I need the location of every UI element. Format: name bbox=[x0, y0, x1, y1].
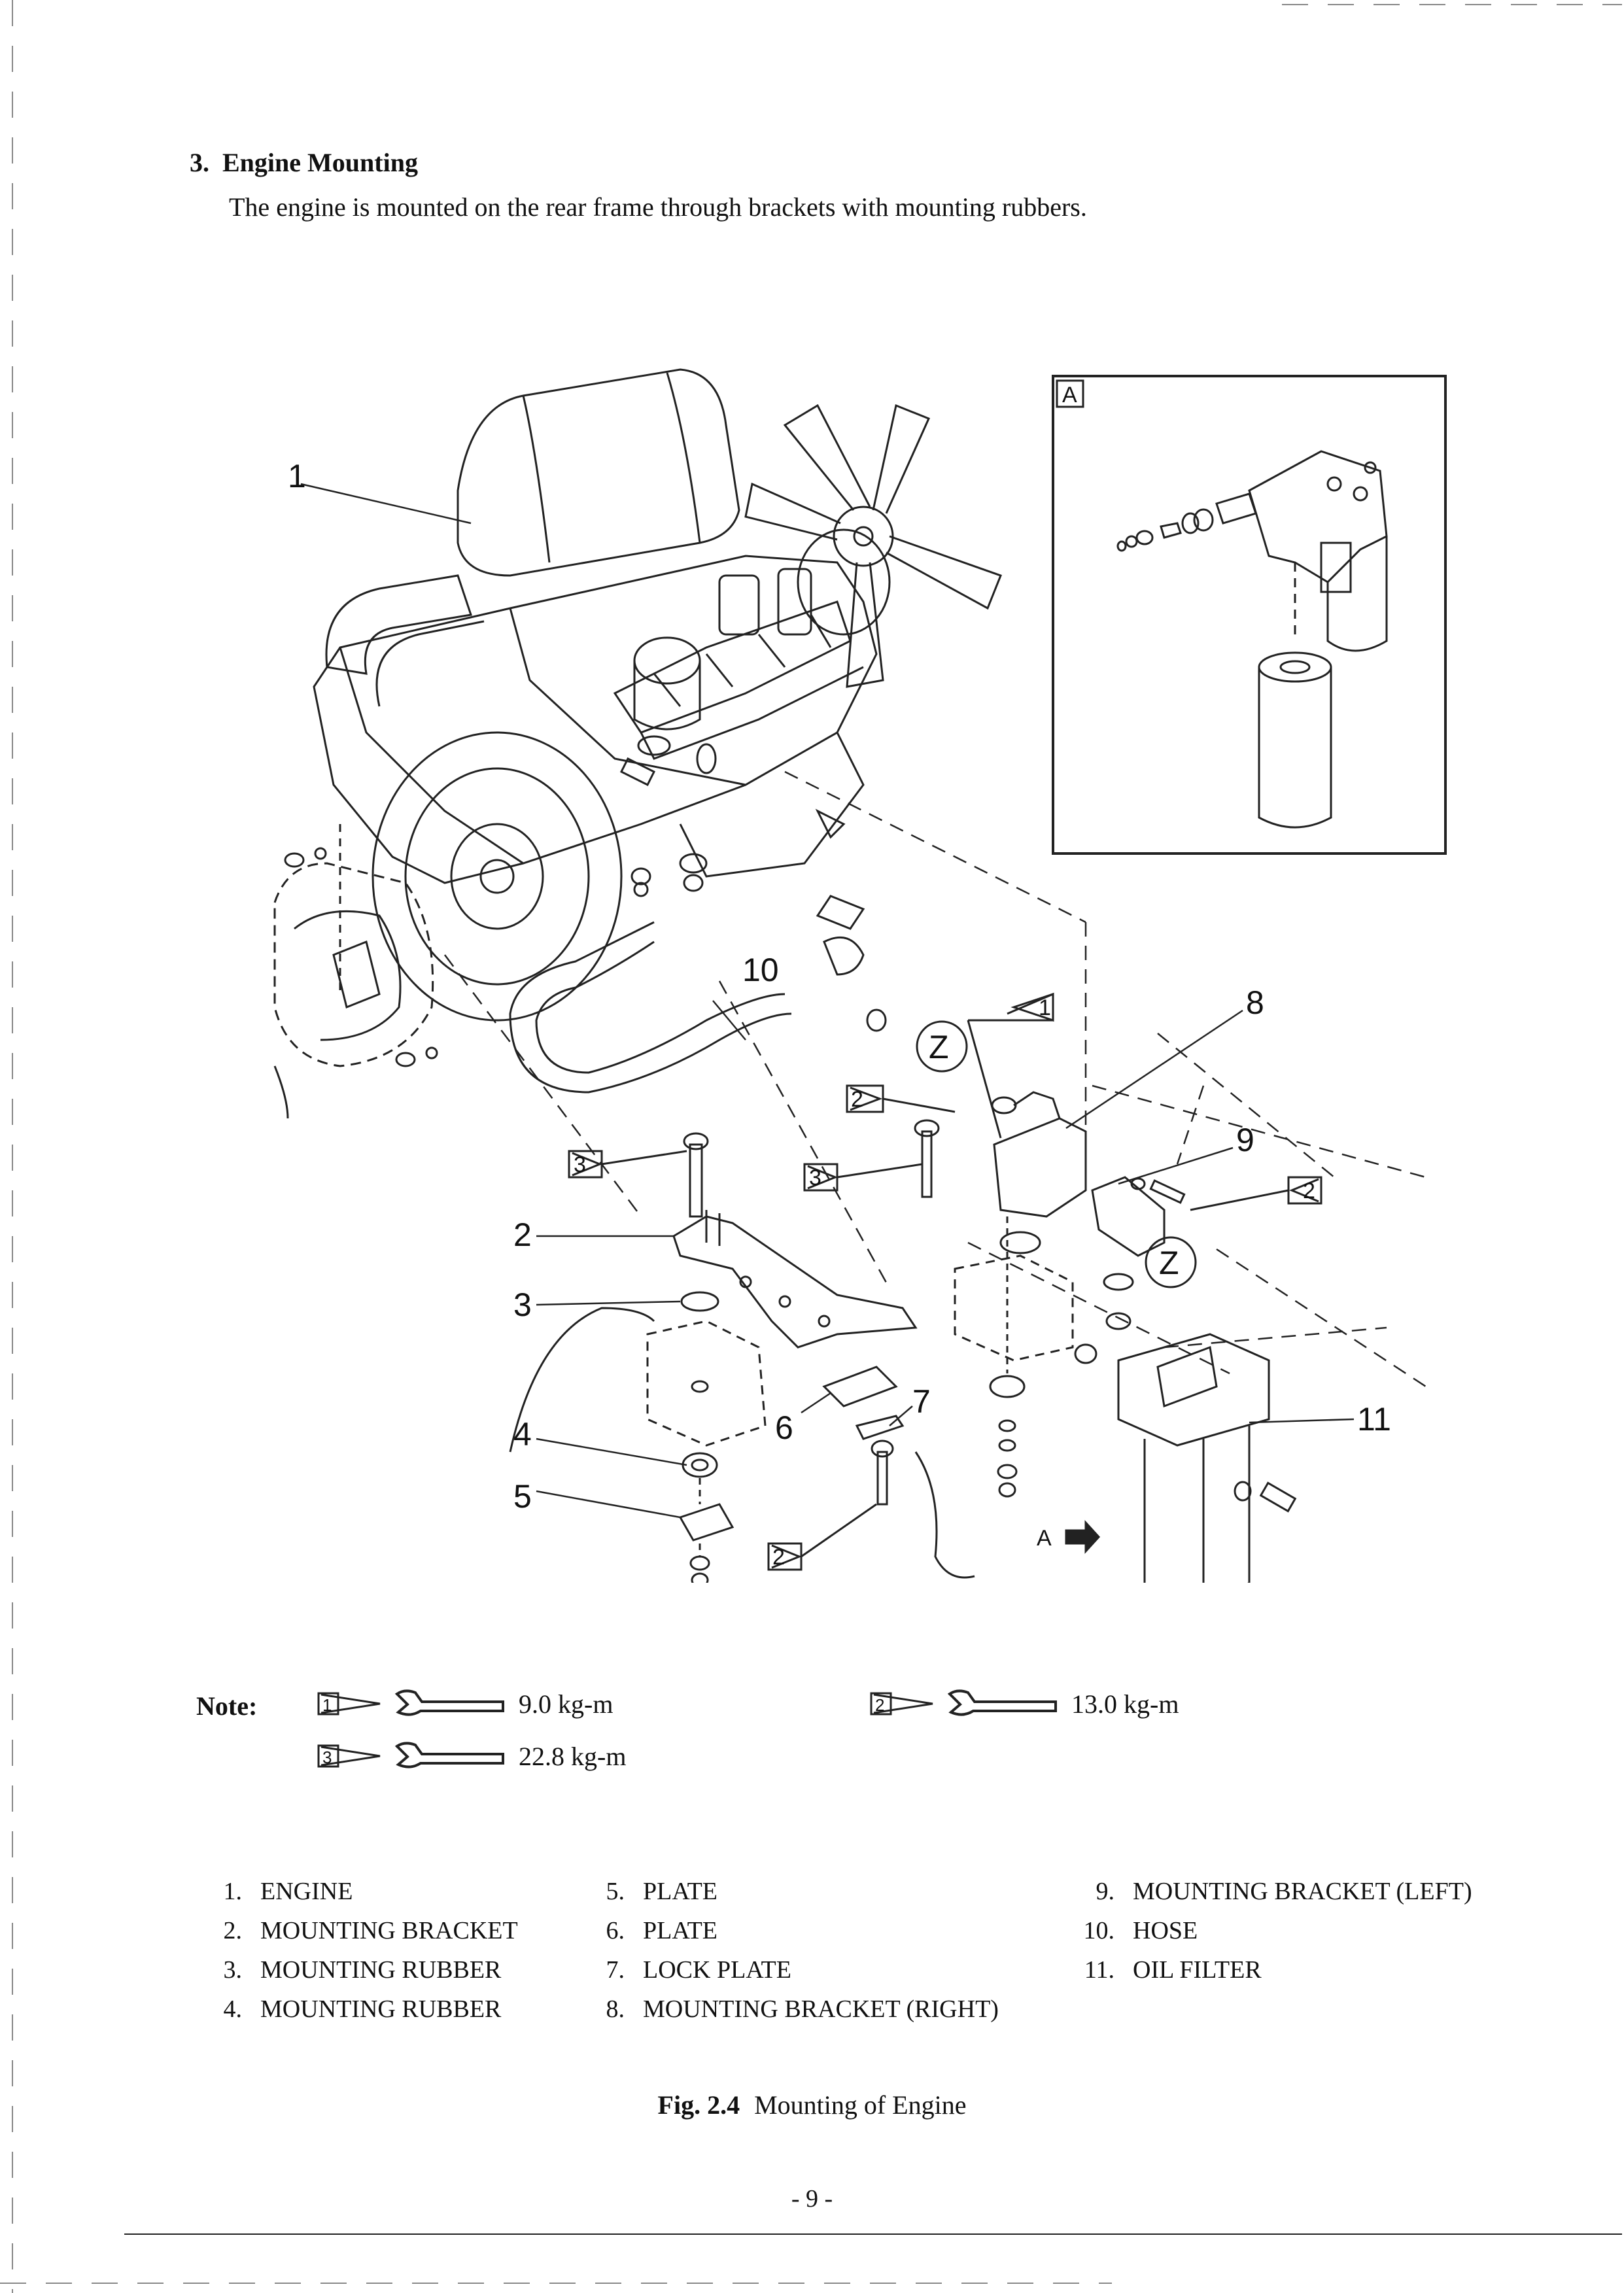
torque-tag-1: 1 bbox=[1039, 995, 1051, 1020]
list-item: 2.MOUNTING BRACKET bbox=[223, 1917, 518, 1944]
list-item: 4.MOUNTING RUBBER bbox=[223, 1995, 502, 2023]
callout-leaders bbox=[300, 483, 1355, 1519]
list-item: 10.HOSE bbox=[1083, 1917, 1198, 1944]
callout-numbers: 1 2 3 4 5 6 7 8 9 10 11 bbox=[288, 458, 1391, 1515]
parts-list-column-2: 5.PLATE 6.PLATE 7.LOCK PLATE 8.MOUNTING … bbox=[598, 1877, 999, 2034]
svg-text:2: 2 bbox=[875, 1695, 884, 1715]
torque-tag-3a: 3 bbox=[574, 1152, 586, 1177]
hose-drawing: Z bbox=[509, 735, 968, 1094]
svg-text:1: 1 bbox=[322, 1695, 332, 1715]
callout-10: 10 bbox=[742, 952, 779, 988]
torque-tags: 1 2 2 2 3 3 bbox=[568, 992, 1322, 1571]
figure-title: Mounting of Engine bbox=[754, 2090, 967, 2120]
callout-6: 6 bbox=[775, 1409, 793, 1446]
note-label: Note: bbox=[196, 1691, 258, 1721]
section-number: 3. bbox=[190, 148, 209, 177]
torque-tag-2b: 2 bbox=[1303, 1179, 1315, 1203]
inset-label: A bbox=[1062, 383, 1077, 407]
list-item: 9.MOUNTING BRACKET (LEFT) bbox=[1096, 1878, 1472, 1905]
list-item: 3.MOUNTING RUBBER bbox=[223, 1956, 502, 1984]
torque-value-2: 13.0 kg-m bbox=[1071, 1689, 1179, 1719]
list-item: 7.LOCK PLATE bbox=[606, 1956, 791, 1984]
wrench-icon bbox=[947, 1689, 1057, 1716]
view-circle-z: Z bbox=[929, 1029, 949, 1065]
callout-11: 11 bbox=[1357, 1401, 1391, 1438]
torque-tag-icon: 1 bbox=[317, 1692, 381, 1715]
wrench-icon bbox=[394, 1742, 504, 1768]
parts-list-column-3: 9.MOUNTING BRACKET (LEFT) 10.HOSE 11.OIL… bbox=[1073, 1877, 1472, 1995]
list-item: 11.OIL FILTER bbox=[1084, 1956, 1262, 1984]
flywheel-cover-drawing bbox=[273, 824, 438, 1119]
list-item: 8.MOUNTING BRACKET (RIGHT) bbox=[606, 1995, 999, 2023]
callout-4: 4 bbox=[513, 1416, 532, 1453]
section-description: The engine is mounted on the rear frame … bbox=[229, 192, 1087, 222]
page-number: - 9 - bbox=[791, 2185, 833, 2213]
section-heading: 3. Engine Mounting bbox=[190, 147, 418, 178]
torque-spec-1: 1 9.0 kg-m bbox=[317, 1687, 613, 1720]
list-item: 6.PLATE bbox=[606, 1917, 718, 1944]
callout-8: 8 bbox=[1246, 984, 1264, 1021]
callout-1: 1 bbox=[288, 458, 306, 494]
scan-edge-left bbox=[12, 0, 13, 2293]
right-mount-assembly: Z A bbox=[914, 1091, 1297, 1583]
figure-caption: Fig. 2.4 Mounting of Engine bbox=[0, 2090, 1624, 2120]
callout-5: 5 bbox=[513, 1478, 532, 1515]
view-circle-z-2: Z bbox=[1159, 1245, 1179, 1281]
torque-spec-2: 2 13.0 kg-m bbox=[870, 1687, 1179, 1720]
torque-tag-icon: 3 bbox=[317, 1744, 381, 1768]
torque-tag-icon: 2 bbox=[870, 1692, 933, 1715]
engine-mounting-diagram: A bbox=[273, 368, 1447, 1583]
figure-number: Fig. 2.4 bbox=[657, 2090, 740, 2120]
torque-tag-2a: 2 bbox=[851, 1087, 863, 1112]
callout-9: 9 bbox=[1236, 1122, 1254, 1158]
callout-2: 2 bbox=[513, 1216, 532, 1253]
list-item: 5.PLATE bbox=[606, 1878, 718, 1905]
torque-tag-2c: 2 bbox=[772, 1545, 785, 1570]
parts-list-column-1: 1.ENGINE 2.MOUNTING BRACKET 3.MOUNTING R… bbox=[216, 1877, 518, 2034]
callout-7: 7 bbox=[912, 1383, 931, 1420]
torque-value-3: 22.8 kg-m bbox=[519, 1741, 627, 1771]
inset-detail-a: A bbox=[1052, 375, 1447, 855]
scan-edge-bottom bbox=[0, 2283, 1112, 2284]
wrench-icon bbox=[394, 1689, 504, 1716]
torque-spec-3: 3 22.8 kg-m bbox=[317, 1740, 626, 1772]
torque-tag-3b: 3 bbox=[809, 1165, 821, 1190]
footer-rule bbox=[124, 2233, 1622, 2235]
engine-drawing bbox=[313, 368, 1002, 1022]
svg-text:3: 3 bbox=[322, 1748, 332, 1767]
left-mount-assembly bbox=[509, 1132, 975, 1583]
section-title: Engine Mounting bbox=[222, 148, 418, 177]
scan-edge-top bbox=[1282, 4, 1622, 5]
torque-value-1: 9.0 kg-m bbox=[519, 1689, 613, 1719]
guide-lines bbox=[444, 770, 1426, 1388]
list-item: 1.ENGINE bbox=[223, 1878, 353, 1905]
view-a-arrow-label: A bbox=[1037, 1526, 1052, 1551]
callout-3: 3 bbox=[513, 1286, 532, 1323]
